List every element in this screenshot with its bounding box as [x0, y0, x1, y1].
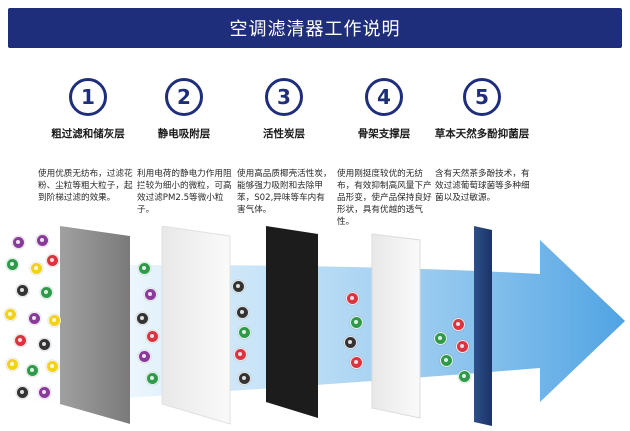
layer-5-polyphenol-layer [474, 226, 492, 426]
layer-2-electrostatic-filter [161, 226, 231, 425]
particle [440, 354, 453, 367]
particle [14, 334, 27, 347]
particle [6, 358, 19, 371]
stage-4-header: 4 骨架支撑层 [334, 78, 434, 154]
particle [30, 262, 43, 275]
layer-1-coarse-filter [60, 226, 130, 424]
stage-4-desc: 使用刚挺度较优的无纺布，有效抑制高风量下产品形变，使产品保持良好形状，具有优越的… [337, 169, 432, 227]
particle [136, 312, 149, 325]
particle [452, 318, 465, 331]
stage-2-number: 2 [165, 78, 203, 116]
particle [238, 372, 251, 385]
particle [138, 262, 151, 275]
particle [144, 288, 157, 301]
filter-flow-illustration [0, 226, 630, 431]
particle [238, 326, 251, 339]
particle [46, 360, 59, 373]
particle [16, 386, 29, 399]
stage-5-header: 5 草本天然多酚抑菌层 [432, 78, 532, 154]
particle [350, 316, 363, 329]
page-title: 空调滤清器工作说明 [229, 19, 401, 40]
particle [146, 330, 159, 343]
stage-5-title: 草本天然多酚抑菌层 [434, 128, 530, 140]
stage-5-desc: 含有天然茶多酚技术，有效过滤葡萄球菌等多种细菌以及过敏源。 [435, 169, 530, 203]
layer-3-activated-carbon [266, 226, 318, 418]
stage-3-title: 活性炭层 [263, 128, 305, 140]
particle [12, 236, 25, 249]
particle [234, 348, 247, 361]
airflow-arrow-graphic [0, 226, 625, 426]
particle [28, 312, 41, 325]
stage-4-number: 4 [365, 78, 403, 116]
particle [346, 292, 359, 305]
stage-3-header: 3 活性炭层 [234, 78, 334, 154]
particle [232, 280, 245, 293]
particle [16, 284, 29, 297]
stage-4-title: 骨架支撑层 [357, 128, 411, 140]
particle [38, 338, 51, 351]
particle [456, 340, 469, 353]
particle [344, 336, 357, 349]
layer-4-support-skeleton [371, 233, 421, 419]
particle [434, 332, 447, 345]
particle [40, 286, 53, 299]
stage-2-header: 2 静电吸附层 [134, 78, 234, 154]
stage-2-desc: 利用电荷的静电力作用阻拦较为细小的微粒，可高效过滤PM2.5等微小粒子。 [137, 169, 232, 215]
stage-2-title: 静电吸附层 [157, 128, 211, 140]
stage-1-number: 1 [69, 78, 107, 116]
particle [38, 386, 51, 399]
particle [146, 372, 159, 385]
stage-5-number: 5 [463, 78, 501, 116]
particle [236, 306, 249, 319]
stage-3-number: 3 [265, 78, 303, 116]
particle [458, 370, 471, 383]
particle [350, 356, 363, 369]
particle [48, 314, 61, 327]
stage-1-header: 1 粗过滤和储灰层 [38, 78, 138, 154]
particle [4, 308, 17, 321]
particle [46, 254, 59, 267]
particle [138, 350, 151, 363]
stage-3-desc: 使用高品质椰壳活性炭，能够强力吸附和去除甲苯，S02,异味等车内有害气体。 [237, 169, 332, 215]
particle [36, 234, 49, 247]
stage-1-title: 粗过滤和储灰层 [51, 128, 125, 140]
particle [6, 258, 19, 271]
stage-1-desc: 使用优质无纺布，过滤花粉、尘粒等粗大粒子，起到阶梯过滤的效果。 [38, 169, 133, 203]
page-title-bar: 空调滤清器工作说明 [8, 8, 622, 48]
particle [26, 364, 39, 377]
